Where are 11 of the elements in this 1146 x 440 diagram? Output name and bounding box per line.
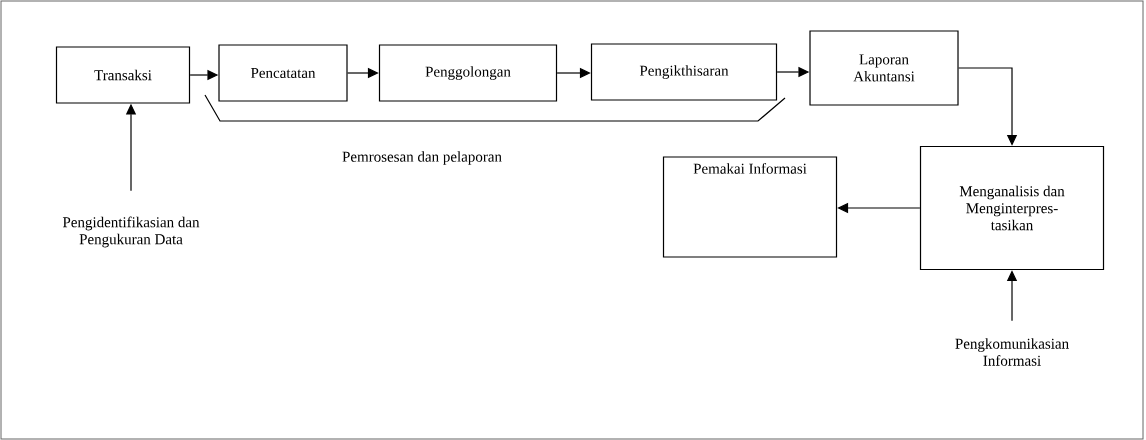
process-box: Transaksi xyxy=(55,46,191,104)
arrow xyxy=(958,67,1018,146)
process-box: Pengikthisaran xyxy=(590,43,778,101)
process-box: Laporan Akuntansi xyxy=(809,30,959,106)
process-box: Pencatatan xyxy=(218,44,348,102)
bracket-label: Pemrosesan dan pelaporan xyxy=(342,151,502,165)
process-box: Penggolongan xyxy=(378,44,558,102)
process-box: Menganalisis dan Menginterpres- tasikan xyxy=(919,145,1105,271)
input-text: Pengidentifikasian dan Pengukuran Data xyxy=(62,216,200,248)
input-text: Pengkomunikasian Informasi xyxy=(955,338,1069,366)
process-box: Pemakai Informasi xyxy=(662,156,838,258)
